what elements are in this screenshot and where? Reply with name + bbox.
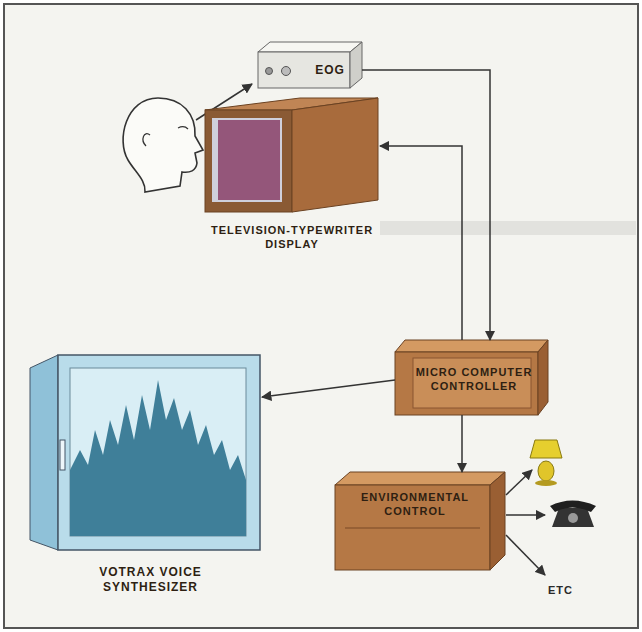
eye: [178, 127, 188, 129]
eog-knob: [266, 68, 273, 75]
lamp-shade: [530, 440, 562, 458]
ear: [143, 134, 150, 146]
frame: [4, 4, 638, 628]
monitor-front: [205, 110, 292, 212]
output-arrow: [506, 514, 545, 516]
signal-connector: [380, 146, 462, 340]
cabinet-side: [30, 355, 58, 550]
controller-front: [395, 352, 538, 415]
controller-side: [538, 340, 548, 415]
page-band: [380, 221, 636, 235]
device-box: MICRO COMPUTER CONTROLLER: [395, 340, 548, 415]
signal-connector: [362, 70, 490, 340]
monitor-side: [292, 98, 378, 212]
output-label: ETC: [548, 584, 573, 596]
device-label: MICRO COMPUTER CONTROLLER: [415, 366, 533, 394]
lamp-foot: [535, 480, 557, 486]
env-side: [490, 472, 505, 570]
cabinet-screen: [70, 368, 246, 536]
device-box: TELEVISION-TYPEWRITER DISPLAY: [205, 98, 380, 258]
output-arrow: [506, 470, 532, 495]
device-box: EOG: [258, 52, 362, 88]
env-front: [335, 485, 490, 570]
eog-knob: [282, 67, 291, 76]
controller-top: [395, 340, 548, 352]
device-box: ENVIRONMENTAL CONTROL: [335, 472, 505, 570]
speech-waveform: [70, 380, 246, 536]
signal-connector: [461, 415, 463, 472]
signal-connector: [262, 380, 395, 397]
phone-dial: [568, 513, 578, 523]
cabinet-handle: [60, 440, 65, 470]
env-top: [335, 472, 505, 485]
eog-top: [258, 42, 362, 52]
phone-body: [552, 508, 594, 527]
device-box: VOTRAX VOICE SYNTHESIZER: [28, 355, 262, 605]
output-arrow: [506, 535, 545, 575]
device-label: VOTRAX VOICE SYNTHESIZER: [78, 565, 223, 595]
device-label: TELEVISION-TYPEWRITER DISPLAY: [197, 224, 387, 252]
env-slot: [345, 527, 480, 528]
monitor-screen: [218, 120, 280, 200]
phone-handset: [550, 501, 596, 513]
person-head: [123, 98, 203, 192]
screen-bezel: [212, 118, 282, 202]
eog-side: [350, 42, 362, 88]
cabinet-front: [58, 355, 260, 550]
lamp-base: [538, 461, 554, 481]
device-label: EOG: [308, 63, 352, 78]
device-label: ENVIRONMENTAL CONTROL: [340, 491, 490, 519]
